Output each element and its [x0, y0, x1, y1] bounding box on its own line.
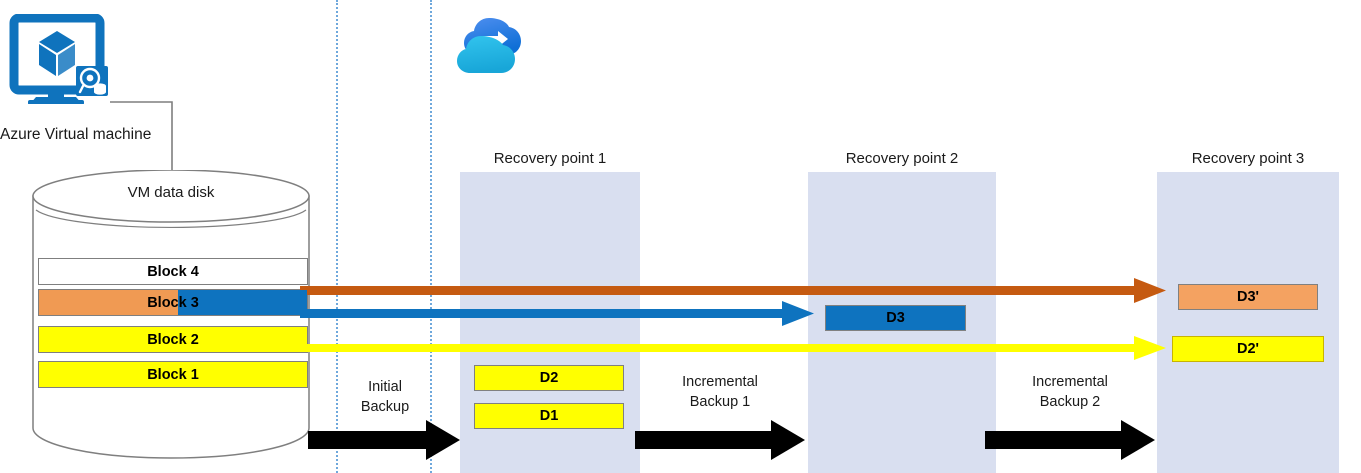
- azure-virtual-machine-icon: [8, 13, 128, 105]
- block3-blue-flow-arrow: [300, 296, 820, 336]
- recovery-point-1-item-d2: D2: [474, 365, 624, 391]
- incremental-backup-2-arrow: [985, 418, 1157, 464]
- initial-backup-label: Initial Backup: [330, 378, 440, 417]
- timeline-divider-1: [336, 0, 338, 473]
- initial-backup-label-line1: Initial: [368, 379, 402, 395]
- azure-virtual-machine-label: Azure Virtual machine: [0, 126, 152, 143]
- recovery-point-3-label: Recovery point 3: [1191, 150, 1305, 167]
- recovery-point-3-item-d3-prime: D3': [1178, 284, 1318, 310]
- incremental-backup-1-label-line1: Incremental: [682, 374, 758, 390]
- disk-block-3-orange-half: [39, 290, 179, 315]
- timeline-divider-2: [430, 0, 432, 473]
- disk-block-1: Block 1: [38, 361, 308, 388]
- recovery-point-3-item-d2-prime: D2': [1172, 336, 1324, 362]
- disk-block-3-label: Block 3: [147, 294, 199, 311]
- recovery-point-2-item-d3: D3: [825, 305, 966, 331]
- initial-backup-label-line2: Backup: [360, 398, 410, 415]
- incremental-backup-1-label: Incremental Backup 1: [645, 373, 795, 412]
- azure-backup-cloud-icon: [455, 10, 535, 82]
- incremental-backup-1-arrow: [635, 418, 807, 464]
- initial-backup-arrow: [308, 418, 462, 464]
- incremental-backup-1-label-line2: Backup 1: [689, 393, 751, 410]
- recovery-point-1-item-d1: D1: [474, 403, 624, 429]
- disk-block-4-label: Block 4: [147, 263, 199, 280]
- vm-data-disk-title: VM data disk: [127, 184, 215, 201]
- incremental-backup-2-label-line2: Backup 2: [1039, 393, 1101, 410]
- recovery-point-1-label: Recovery point 1: [493, 150, 607, 167]
- disk-block-4: Block 4: [38, 258, 308, 285]
- disk-block-2: Block 2: [38, 326, 308, 353]
- disk-block-3-blue-half: [178, 290, 307, 315]
- vm-to-disk-connector: [110, 96, 190, 192]
- recovery-point-2-label: Recovery point 2: [845, 150, 959, 167]
- incremental-backup-2-label: Incremental Backup 2: [995, 373, 1145, 412]
- block2-yellow-flow-arrow: [300, 328, 1170, 368]
- incremental-backup-2-label-line1: Incremental: [1032, 374, 1108, 390]
- disk-block-3: Block 3: [38, 289, 308, 316]
- disk-block-1-label: Block 1: [147, 366, 199, 383]
- recovery-point-3-panel: [1157, 172, 1339, 473]
- block3-orange-flow-arrow: [300, 272, 1170, 312]
- disk-block-2-label: Block 2: [147, 331, 199, 348]
